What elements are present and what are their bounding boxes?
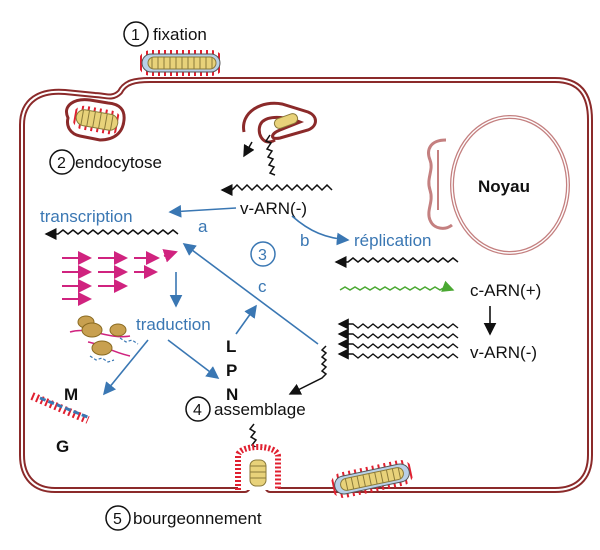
replication-label: réplication xyxy=(354,231,432,250)
transcription-rna-strand xyxy=(44,228,179,240)
path-a-label: a xyxy=(198,217,208,236)
assemblage-label: assemblage xyxy=(214,400,306,419)
arrow-path-b xyxy=(291,215,350,246)
v-rna-top-label: v-ARN(-) xyxy=(240,199,307,218)
ribosomes xyxy=(69,315,139,363)
step-number-circle xyxy=(123,21,149,47)
step-number: 1 xyxy=(131,27,140,44)
protein-G-label: G xyxy=(56,437,69,456)
step-bourgeonnement: 5 bourgeonnement xyxy=(105,505,262,531)
transcription-label: transcription xyxy=(40,207,133,226)
protein-P-label: P xyxy=(226,361,237,380)
endocytose-label: endocytose xyxy=(75,153,162,172)
mrna-arrows xyxy=(62,249,178,306)
v-rna-strands-right: v-ARN(-) xyxy=(337,318,537,362)
arrow-path-a xyxy=(168,204,237,218)
path-b-label: b xyxy=(300,231,309,250)
c-rna-label: c-ARN(+) xyxy=(470,281,541,300)
endosome xyxy=(242,101,317,176)
membrane-proteins: M G xyxy=(30,385,91,456)
protein-L-label: L xyxy=(226,337,236,356)
replication-template-strand xyxy=(334,256,459,268)
step-number: 5 xyxy=(113,511,122,528)
step-assemblage: 4 assemblage xyxy=(185,396,306,422)
arrow-traduction-to-N xyxy=(167,339,220,379)
step-number-circle xyxy=(250,241,276,267)
step-endocytose: 2 endocytose xyxy=(49,149,162,175)
v-rna-right-label: v-ARN(-) xyxy=(470,343,537,362)
step-number-circle xyxy=(185,396,211,422)
bourgeonnement-label: bourgeonnement xyxy=(133,509,262,528)
protein-M-label: M xyxy=(64,385,78,404)
step-number-circle xyxy=(49,149,75,175)
virion-endocytosed xyxy=(65,98,126,142)
nucleus: Noyau xyxy=(427,115,570,255)
arrow-path-c xyxy=(182,243,319,345)
fixation-label: fixation xyxy=(153,25,207,44)
virion-fixation xyxy=(138,50,224,76)
step-3-marker: 3 xyxy=(250,241,276,267)
step-number: 2 xyxy=(57,155,66,172)
budding-virion xyxy=(235,444,281,490)
protein-N-label: N xyxy=(226,385,238,404)
step-number-circle xyxy=(105,505,131,531)
step-number: 3 xyxy=(258,247,267,264)
step-fixation: 1 fixation xyxy=(123,21,207,47)
step-number: 4 xyxy=(193,402,202,419)
arrow-rna-to-assemblage xyxy=(288,345,328,395)
v-rna-strand-top: v-ARN(-) xyxy=(220,183,333,218)
c-rna-strand: c-ARN(+) xyxy=(339,280,541,300)
nucleus-label: Noyau xyxy=(478,177,530,196)
arrow-traduction-to-membrane xyxy=(102,339,149,396)
arrow-traduction-to-L xyxy=(235,304,257,335)
released-virion xyxy=(330,459,414,499)
traduction-label: traduction xyxy=(136,315,211,334)
path-c-label: c xyxy=(258,277,267,296)
